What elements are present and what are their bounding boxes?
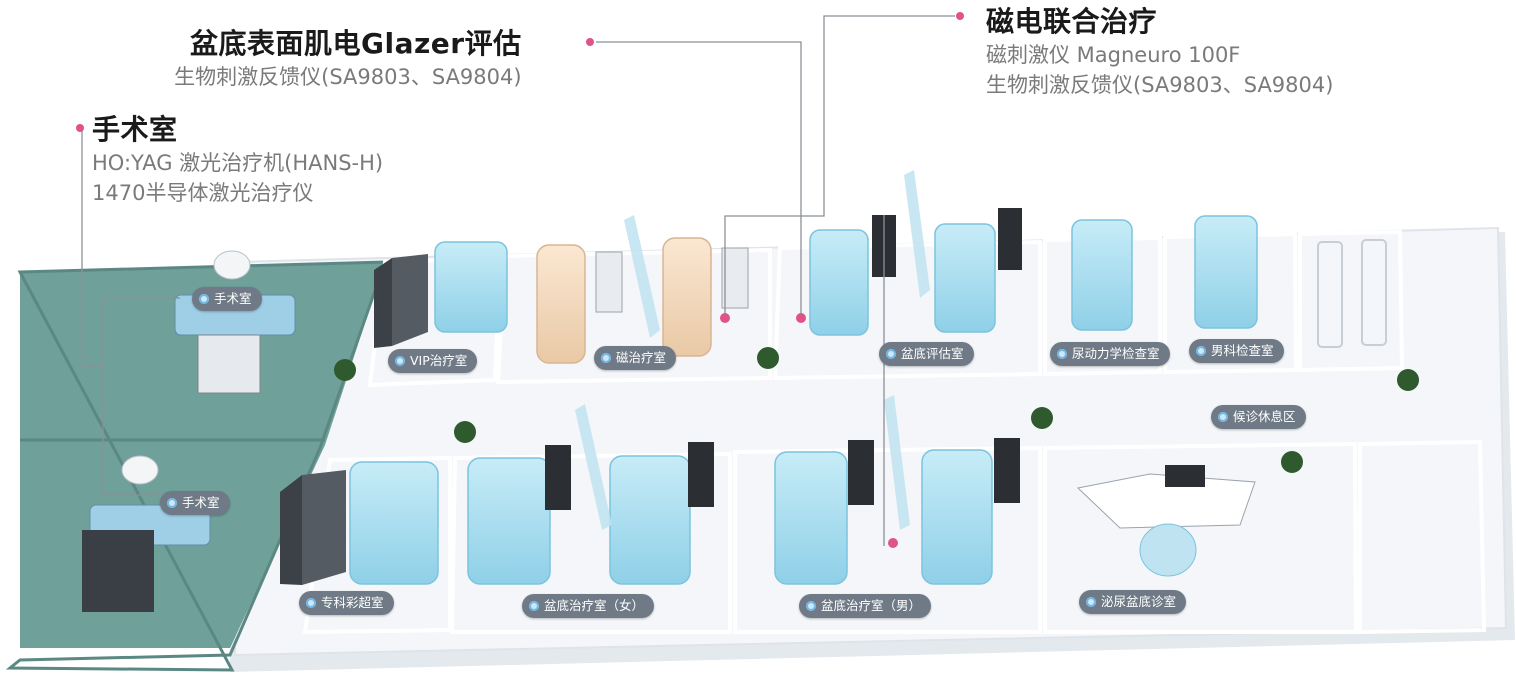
room-label-pelvic-male: 盆底治疗室（男） <box>799 594 932 618</box>
room-label-waiting: 候诊休息区 <box>1211 405 1306 429</box>
room-label-magnetic: 磁治疗室 <box>594 346 677 370</box>
callout-line: HO:YAG 激光治疗机(HANS-H) <box>92 151 384 175</box>
room-label-ultrasound: 专科彩超室 <box>299 591 394 615</box>
callout-surgery: 手术室 HO:YAG 激光治疗机(HANS-H) 1470半导体激光治疗仪 <box>92 108 383 208</box>
callout-title: 磁电联合治疗 <box>986 5 1158 38</box>
potted-plants <box>334 347 1419 473</box>
magnetic-chairs <box>536 237 712 364</box>
room-label-pelvic-female: 盆底治疗室（女） <box>522 594 655 618</box>
callout-magnetic-therapy: 磁电联合治疗 磁刺激仪 Magneuro 100F 生物刺激反馈仪(SA9803… <box>986 0 1333 100</box>
callout-line: 磁刺激仪 Magneuro 100F <box>986 43 1241 67</box>
urology-desk <box>1076 465 1256 577</box>
callout-leader-lines <box>81 15 955 546</box>
room-label-surgery-bottom: 手术室 <box>160 491 230 515</box>
callout-line: 生物刺激反馈仪(SA9803、SA9804) <box>174 65 522 89</box>
callout-pelvic-assessment: 盆底表面肌电Glazer评估 生物刺激反馈仪(SA9803、SA9804) <box>174 22 522 92</box>
room-label-urodynamic: 尿动力学检查室 <box>1050 342 1170 366</box>
callout-line: 1470半导体激光治疗仪 <box>92 181 314 205</box>
waiting-chairs <box>1317 239 1387 348</box>
callout-markers <box>76 12 964 548</box>
treatment-beds-top <box>434 215 1258 336</box>
room-label-urology: 泌尿盆底诊室 <box>1079 590 1187 614</box>
room-label-pelvic-assessment: 盆底评估室 <box>879 342 974 366</box>
room-label-surgery-top: 手术室 <box>192 287 262 311</box>
callout-title: 手术室 <box>92 113 178 146</box>
room-label-andrology: 男科检查室 <box>1189 339 1284 363</box>
callout-title: 盆底表面肌电Glazer评估 <box>190 27 522 60</box>
equipment-carts <box>545 208 1022 510</box>
room-label-vip: VIP治疗室 <box>388 349 478 373</box>
privacy-screens <box>575 170 930 530</box>
storage-cabinets <box>280 254 428 585</box>
callout-line: 生物刺激反馈仪(SA9803、SA9804) <box>986 73 1334 97</box>
treatment-beds-bottom <box>349 449 993 585</box>
